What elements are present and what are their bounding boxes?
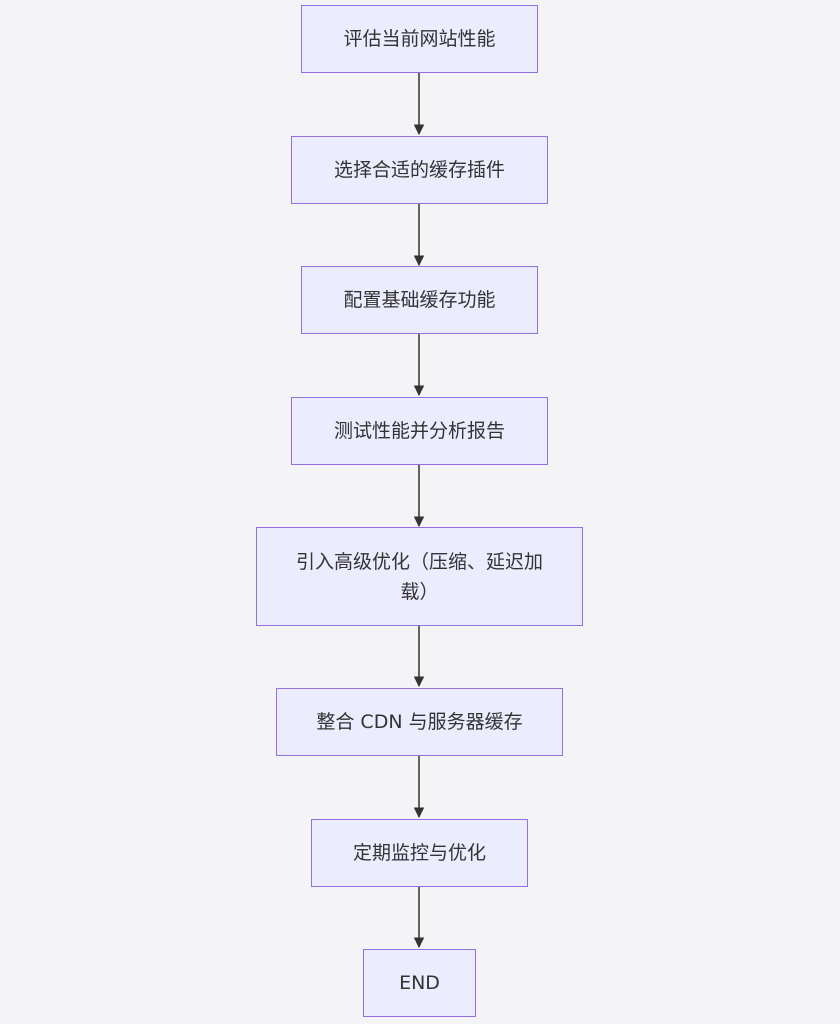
node-evaluate-performance: 评估当前网站性能 [301, 5, 538, 73]
node-advanced-optimization: 引入高级优化（压缩、延迟加载） [256, 527, 583, 626]
node-monitor-optimize: 定期监控与优化 [311, 819, 528, 887]
node-integrate-cdn: 整合 CDN 与服务器缓存 [276, 688, 563, 756]
node-configure-basic-cache: 配置基础缓存功能 [301, 266, 538, 334]
node-choose-cache-plugin: 选择合适的缓存插件 [291, 136, 548, 204]
node-end: END [363, 949, 476, 1017]
node-test-and-analyze: 测试性能并分析报告 [291, 397, 548, 465]
